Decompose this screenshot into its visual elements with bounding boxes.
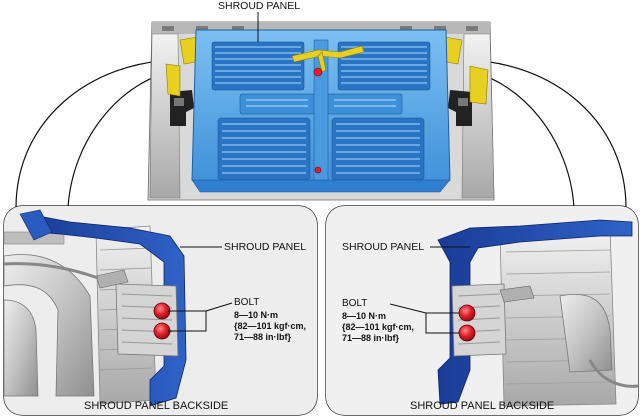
right-bolt-leader-line — [425, 312, 459, 334]
right-caption: SHROUD PANEL BACKSIDE — [410, 400, 555, 412]
right-upper-bolt — [458, 304, 476, 322]
left-torque-line-1: 8—10 N·m — [234, 310, 279, 320]
left-torque-spec: 8—10 N·m {82—101 kgf·cm, 71—88 in·lbf} — [234, 310, 306, 343]
left-lower-bolt — [153, 322, 171, 340]
right-bolt-label: BOLT — [342, 298, 368, 309]
overview-illustration — [147, 12, 495, 201]
left-upper-bolt — [153, 302, 171, 320]
right-torque-line-1: 8—10 N·m — [342, 311, 387, 321]
overview-shroud-panel-label: SHROUD PANEL — [218, 0, 301, 12]
right-torque-line-3: 71—88 in·lbf} — [342, 333, 400, 343]
left-torque-line-2: {82—101 kgf·cm, — [234, 321, 307, 331]
left-bolt-leader-line — [168, 310, 207, 332]
left-shroud-panel-label: SHROUD PANEL — [224, 241, 307, 253]
left-shroud-frame — [27, 213, 187, 407]
right-detail-illustration — [326, 206, 638, 415]
right-shroud-panel-label: SHROUD PANEL — [342, 241, 425, 253]
right-torque-spec: 8—10 N·m {82—101 kgf·cm, 71—88 in·lbf} — [342, 311, 414, 344]
left-torque-line-3: 71—88 in·lbf} — [234, 332, 292, 342]
left-detail-illustration — [4, 206, 317, 415]
right-torque-line-2: {82—101 kgf·cm, — [342, 322, 415, 332]
left-caption: SHROUD PANEL BACKSIDE — [84, 400, 229, 412]
top-harness — [291, 45, 365, 63]
left-bolt-label: BOLT — [234, 297, 260, 308]
right-lower-bolt — [458, 324, 476, 342]
overview-red-clip — [313, 67, 323, 77]
right-shroud-frame — [437, 219, 633, 405]
